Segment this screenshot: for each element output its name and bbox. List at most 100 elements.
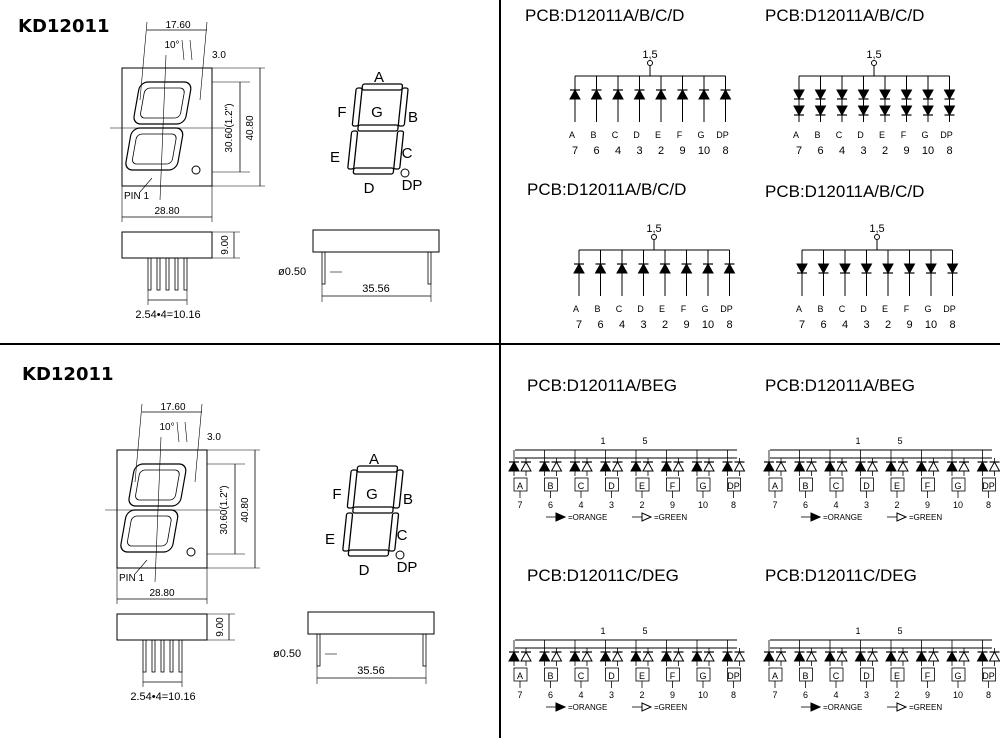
segment-label-g: G [371,104,383,121]
segment-label: DP [940,130,953,140]
segment-label: E [639,481,645,491]
pin-number: 6 [803,690,808,700]
legend-orange: =ORANGE [568,513,607,522]
segment-label: F [670,671,676,681]
segment-label: G [921,130,928,140]
pin-number: 10 [702,319,714,331]
segment-label: B [814,130,820,140]
pin-number: 4 [619,319,625,331]
segment-label: F [681,304,687,314]
segment-label: F [670,481,676,491]
pin-number: 9 [670,690,675,700]
pin-number: 2 [639,500,644,510]
segment-label: E [879,130,885,140]
segment-diagram [342,465,404,557]
common-pin-label: 1,5 [642,49,657,61]
legend-green-symbol [896,512,908,522]
segment-label: D [857,130,864,140]
segment-label: D [608,481,615,491]
segment-label-e: E [330,149,340,166]
segment-label: E [882,304,888,314]
segment-label: G [954,481,961,491]
dim-pin-row: 35.56 [357,665,385,677]
segment-label: DP [720,304,733,314]
legend-orange-symbol [810,512,822,522]
end-view-body [307,611,435,635]
segment-label: F [925,481,931,491]
segment-label: B [594,304,600,314]
pin-number: 4 [842,319,848,331]
segment-label: F [904,304,910,314]
dp-dot [191,165,201,175]
segment-label-a: A [369,451,379,468]
pin-number: 2 [662,319,668,331]
pin-number: 10 [698,690,708,700]
legend-orange: =ORANGE [823,513,862,522]
segment-label: B [802,671,808,681]
segment-label-e: E [325,531,335,548]
pin-number: 2 [894,690,899,700]
pin-number: 9 [683,319,689,331]
segment-label: F [677,130,683,140]
pin-number: 4 [578,690,583,700]
pin-number: 7 [517,690,522,700]
pin-number: 6 [548,690,553,700]
common-pin-label: 1,5 [869,223,884,235]
schematic-label-bl1: PCB:D12011A/BEG [527,376,677,395]
common-pin-2: 5 [642,626,647,636]
digit-outline [120,463,187,553]
segment-label: F [901,130,907,140]
pin-number: 7 [772,500,777,510]
segment-label: B [802,481,808,491]
pin-number: 9 [906,319,912,331]
pin-number: 2 [894,500,899,510]
dim-pin-dia: ø0.50 [278,266,306,278]
segment-label-c: C [397,527,408,544]
segment-label: C [578,481,585,491]
legend-orange: =ORANGE [823,703,862,712]
segment-label: A [573,304,579,314]
legend-green: =GREEN [654,703,687,712]
pin-number: 2 [882,145,888,157]
pin-number: 8 [731,690,736,700]
body-outline [116,449,208,569]
pin-number: 10 [925,319,937,331]
common-pin-1: 1 [600,626,605,636]
segment-label: F [925,671,931,681]
segment-label-d: D [364,180,375,197]
schematic-label-bl2: PCB:D12011C/DEG [527,566,679,585]
dim-pin-dia: ø0.50 [273,648,301,660]
pin-number: 6 [593,145,599,157]
segment-label-b: B [403,491,413,508]
pin-number: 6 [820,319,826,331]
segment-label-f: F [337,104,346,121]
pin-number: 8 [986,690,991,700]
pin-number: 7 [576,319,582,331]
schematic-label-tr: PCB:D12011A/B/C/D [765,6,925,25]
segment-label-a: A [374,69,384,86]
segment-dp-dot [400,168,410,178]
segment-label: D [633,130,640,140]
side-view-body [121,231,213,259]
pin-number: 8 [731,500,736,510]
segment-label: A [772,671,778,681]
dim-height-outer: 40.80 [240,497,251,522]
dim-offset: 3.0 [212,50,226,61]
common-pin-label: 1,5 [866,49,881,61]
legend-orange: =ORANGE [568,703,607,712]
dim-width-top: 17.60 [160,402,185,413]
schematic-label-br2: PCB:D12011C/DEG [765,566,917,585]
segment-label: B [817,304,823,314]
common-pin-2: 5 [897,626,902,636]
segment-label: D [608,671,615,681]
pin-number: 7 [796,145,802,157]
segment-label: E [639,671,645,681]
pin-number: 6 [817,145,823,157]
pin-number: 7 [772,690,777,700]
pin-number: 4 [833,500,838,510]
segment-label: D [863,671,870,681]
